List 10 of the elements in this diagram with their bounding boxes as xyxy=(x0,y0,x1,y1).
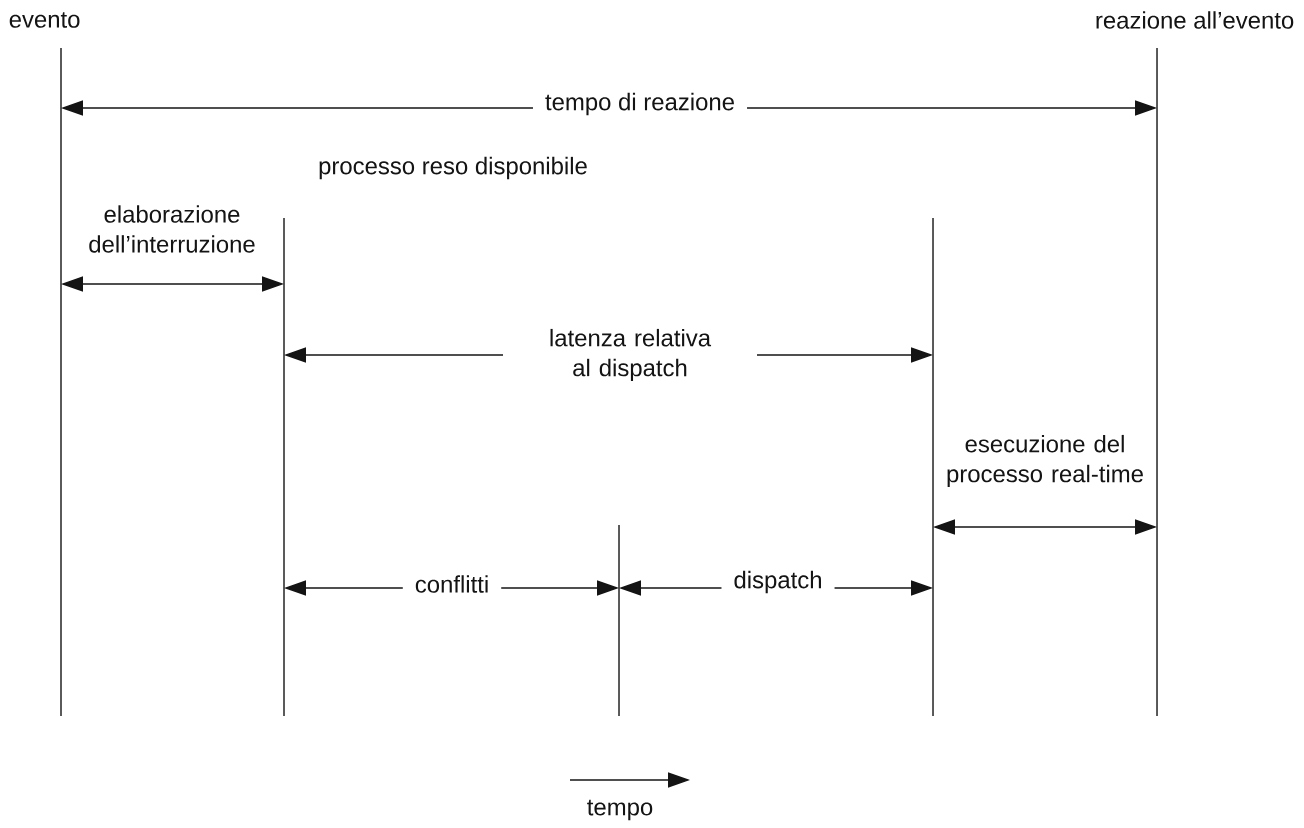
text-label: conflitti xyxy=(402,572,502,596)
text-label: esecuzione del processo real-time xyxy=(947,434,1143,488)
text-label: tempo xyxy=(587,799,653,821)
text-label: reazione all’evento xyxy=(1096,11,1294,29)
text-label: tempo di reazione xyxy=(532,89,748,119)
text-label: latenza relativa al dispatch xyxy=(503,325,757,385)
text-label: elaborazione dell’interruzione xyxy=(89,205,255,253)
text-label: evento xyxy=(9,12,80,28)
text-label: dispatch xyxy=(721,567,835,597)
text-label: processo reso disponibile xyxy=(319,156,587,180)
